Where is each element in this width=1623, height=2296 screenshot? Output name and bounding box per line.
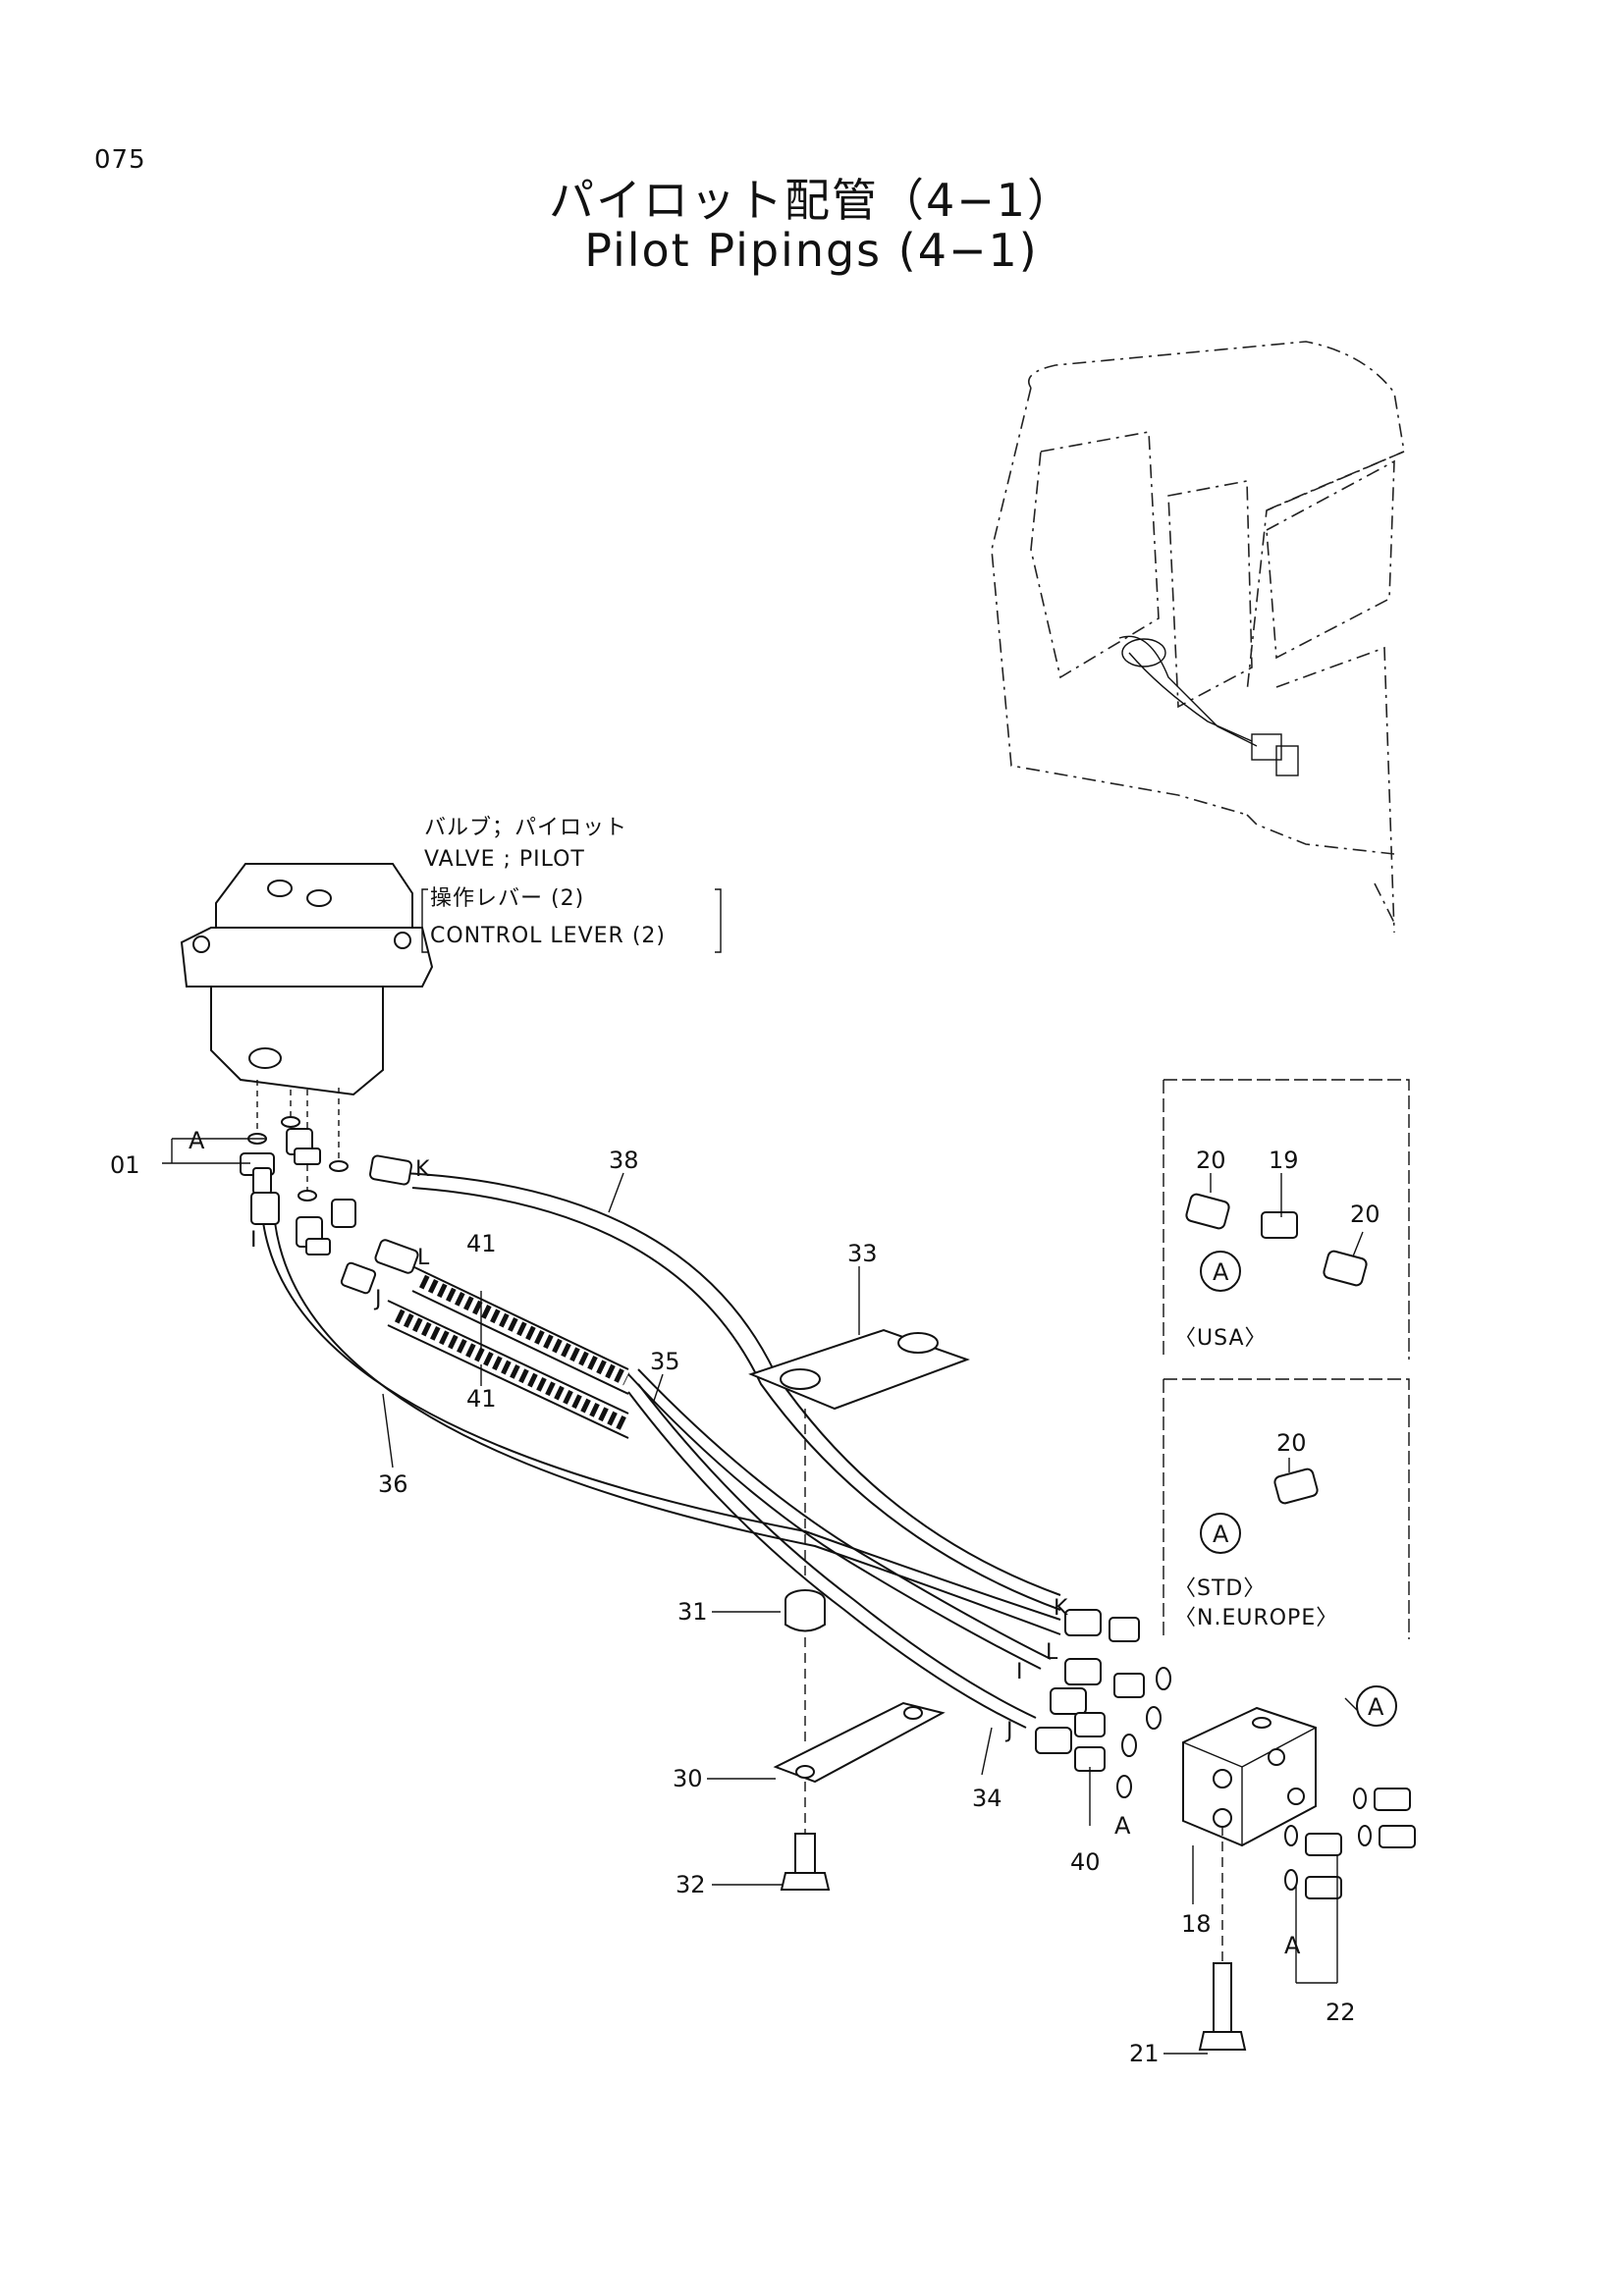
- cab-illustration: [991, 341, 1405, 934]
- port-letter-l-lower: L: [1046, 1640, 1058, 1665]
- callout-38: 38: [609, 1147, 639, 1174]
- callout-33: 33: [847, 1240, 878, 1267]
- callout-22: 22: [1325, 1999, 1356, 2026]
- o-ring: [281, 1116, 300, 1128]
- control-lever-note-en: CONTROL LEVER (2): [430, 924, 666, 948]
- ref-mark-a-22: A: [1284, 1932, 1301, 1959]
- o-ring: [329, 1160, 349, 1172]
- callout-41-upper: 41: [466, 1230, 497, 1257]
- port-letter-j-lower: J: [1004, 1719, 1013, 1743]
- port-letter-i-upper: I: [250, 1228, 257, 1253]
- valve-note-jp: バルブ；パイロット: [424, 816, 627, 840]
- variant-n-europe-label: 〈N.EUROPE〉: [1174, 1606, 1338, 1630]
- port-letter-j-upper: J: [373, 1287, 382, 1311]
- callout-41-lower: 41: [466, 1385, 497, 1413]
- ref-mark-a-block: A: [1368, 1693, 1384, 1721]
- mounting-parts: [748, 1328, 970, 1891]
- corrugated-hoses-41: [387, 1265, 630, 1439]
- hose-end-fittings-lower: [1035, 1609, 1171, 1798]
- junction-block: [1182, 1706, 1416, 2051]
- callout-01: 01: [110, 1151, 140, 1179]
- valve-note: バルブ；パイロット VALVE ; PILOT 操作レバー (2) CONTRO…: [421, 816, 722, 953]
- ref-mark-a-bracket: A: [189, 1127, 205, 1154]
- page-title-japanese: パイロット配管（4−1）: [548, 174, 1075, 227]
- page-title-english: Pilot Pipings (4−1): [584, 224, 1039, 277]
- callout-31: 31: [677, 1598, 708, 1626]
- callout-30: 30: [673, 1765, 703, 1792]
- variant-inset-std: [1163, 1378, 1410, 1639]
- callout-18: 18: [1181, 1910, 1212, 1938]
- callout-34: 34: [972, 1785, 1002, 1812]
- callout-19: 19: [1269, 1147, 1299, 1174]
- leader-lines: [162, 1138, 1364, 2055]
- port-letter-k-lower: K: [1054, 1596, 1068, 1621]
- ref-mark-a-40: A: [1114, 1812, 1131, 1840]
- valve-note-en: VALVE ; PILOT: [424, 847, 585, 872]
- variant-usa-label: 〈USA〉: [1174, 1326, 1268, 1351]
- hose-end-fittings-upper: [250, 1154, 419, 1295]
- callout-40: 40: [1070, 1848, 1101, 1876]
- o-ring: [298, 1190, 317, 1201]
- ref-mark-a-usa: A: [1213, 1258, 1229, 1286]
- callout-32: 32: [676, 1871, 706, 1898]
- callout-20-usa-left: 20: [1196, 1147, 1226, 1174]
- callout-20-usa-right: 20: [1350, 1201, 1380, 1228]
- ref-mark-a-std: A: [1213, 1521, 1229, 1548]
- page-number: 075: [94, 145, 146, 175]
- variant-std-label: 〈STD〉: [1174, 1576, 1266, 1601]
- callout-36: 36: [378, 1470, 408, 1498]
- port-letter-l-upper: L: [417, 1246, 430, 1270]
- hoses: [262, 1172, 1061, 1729]
- pilot-valve: [180, 863, 434, 1096]
- control-lever-note-jp: 操作レバー (2): [430, 886, 584, 911]
- callout-21: 21: [1129, 2040, 1160, 2067]
- callout-20-std: 20: [1276, 1429, 1307, 1457]
- port-letter-i-lower: I: [1016, 1660, 1023, 1684]
- callout-35: 35: [650, 1348, 680, 1375]
- variant-inset-usa: [1163, 1079, 1410, 1360]
- ref-circle-a-block: [1356, 1685, 1397, 1727]
- port-letter-k-upper: K: [415, 1157, 430, 1182]
